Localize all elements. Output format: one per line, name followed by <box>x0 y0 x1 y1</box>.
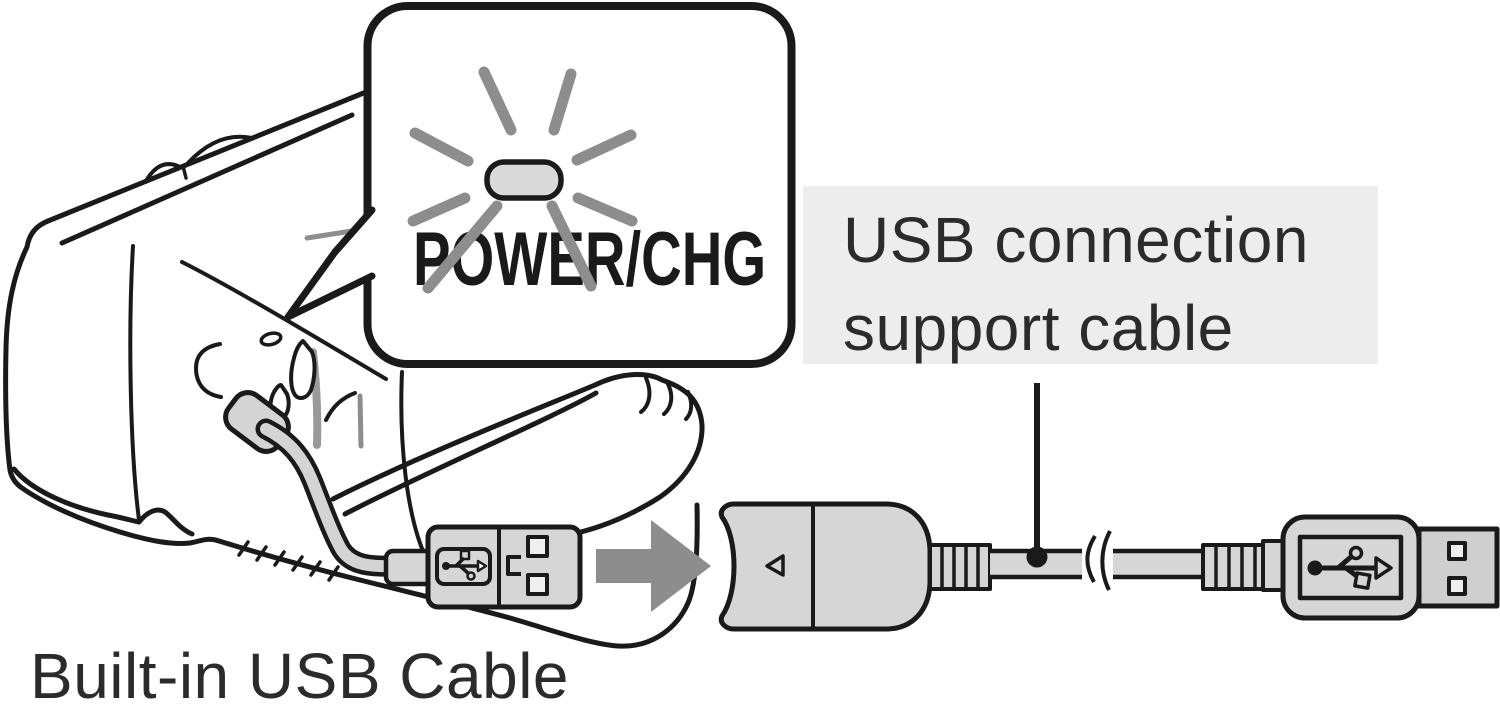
right-contact-hole-top <box>1447 541 1467 561</box>
strap-lug-leaf <box>289 339 317 400</box>
built-in-cable-outline <box>255 418 401 577</box>
built-in-usb-plug <box>383 524 583 610</box>
camcorder-body-outline <box>3 89 700 649</box>
lamp-slot-detail <box>259 331 283 347</box>
support-label-box <box>803 186 1378 364</box>
top-control-tick <box>181 164 188 180</box>
power-chg-led <box>484 159 564 201</box>
plug-contact-hole-top <box>526 535 549 558</box>
built-in-cable-core <box>260 423 396 573</box>
callout-bubble <box>284 2 796 368</box>
jack-cover-gray-line <box>357 393 364 449</box>
support-cable-label-line1: USB connection <box>843 204 1309 276</box>
adapter-body <box>718 501 933 632</box>
usb-plug-right <box>1201 514 1500 621</box>
camcorder-top-inner-edge <box>59 112 355 246</box>
hand-strap <box>330 372 705 539</box>
plug-neck <box>383 548 435 587</box>
camcorder-seam-left <box>128 244 141 522</box>
body-bracket-detail <box>194 342 223 399</box>
right-contact-hole-bottom <box>1447 576 1467 596</box>
top-control-bump2 <box>186 134 254 165</box>
camcorder-base-inner-edge <box>11 466 142 525</box>
support-cable-label-line2: support cable <box>843 292 1234 364</box>
top-control-bump <box>144 162 182 183</box>
direction-arrow-icon <box>596 520 711 612</box>
right-strain-relief <box>1201 543 1269 591</box>
plug-contact-hole-bottom <box>526 573 549 596</box>
jack-cover-mark <box>324 391 357 422</box>
strap-buckle-marks <box>639 376 694 421</box>
mic-dash-detail <box>304 228 355 241</box>
camcorder-seam-right <box>399 370 428 560</box>
support-cable-label: USB connection support cable <box>843 196 1383 372</box>
callout-frame <box>363 2 796 368</box>
built-in-cable-label: Built-in USB Cable <box>30 640 569 712</box>
support-cable <box>990 530 1203 591</box>
camcorder-illustration <box>3 89 705 649</box>
leader-dot <box>1026 546 1048 568</box>
callout-tail <box>284 206 376 321</box>
usb-trident-icon <box>442 549 488 581</box>
usb-adapter <box>718 501 1203 632</box>
adapter-triangle-mark <box>765 554 785 577</box>
cable-break-icon <box>1085 530 1112 591</box>
adapter-strain-relief <box>928 543 992 591</box>
power-chg-label: POWER/CHG <box>413 217 767 302</box>
usb-trident-icon-large <box>1307 545 1393 590</box>
grip-texture <box>237 540 340 582</box>
camcorder-base-bump <box>136 507 195 537</box>
plug-contact-mark <box>506 555 521 576</box>
